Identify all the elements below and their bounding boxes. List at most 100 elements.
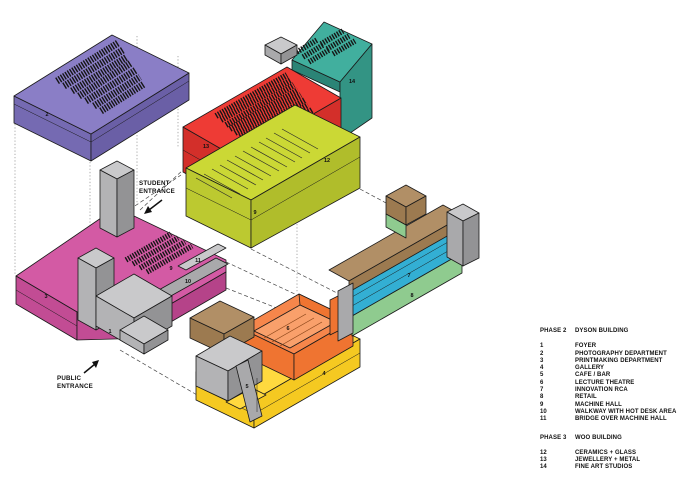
legend-building-name: DYSON BUILDING <box>575 328 629 334</box>
sawtooth-strip <box>99 81 146 114</box>
legend-item-label: FINE ART STUDIOS <box>575 464 633 471</box>
sawtooth-strip <box>145 243 194 275</box>
legend-item-number: 1 <box>540 343 544 350</box>
sawtooth-strip <box>307 47 331 65</box>
ceramics-se-face <box>250 136 361 249</box>
legend-phase2-header: PHASE 2 DYSON BUILDING <box>540 328 676 335</box>
machine-hall-roof-hatch <box>124 231 194 275</box>
louvre-line <box>226 159 264 181</box>
legend-phase3-header: PHASE 3 WOO BUILDING <box>540 435 676 442</box>
sawtooth-strip <box>224 82 296 128</box>
legend-item: 14 FINE ART STUDIOS <box>540 464 676 471</box>
photography-seam <box>90 80 190 143</box>
legend-item-number: 12 <box>540 449 547 456</box>
ceramics-roof-louvres <box>195 128 319 199</box>
legend-item-label: MACHINE HALL <box>575 401 622 408</box>
student-entrance-annotation: STUDENT ENTRANCE <box>139 180 175 214</box>
louvre-line <box>265 137 303 159</box>
louvre-line <box>211 168 249 190</box>
photography-sawtooth-roof <box>55 40 146 114</box>
student-entrance-arrowhead <box>144 206 152 214</box>
sawtooth-strip <box>84 67 138 104</box>
label-jewellery: 13 <box>203 144 209 150</box>
roof-box-right-face <box>405 195 427 226</box>
legend-item: 9 MACHINE HALL <box>540 402 676 409</box>
public-entrance-arrow <box>83 363 96 374</box>
legend-item-number: 2 <box>540 350 544 357</box>
legend-item-label: WALKWAY WITH HOT DESK AREA <box>575 408 677 415</box>
foyer-step-right-face <box>143 329 169 355</box>
tower-left-face <box>99 169 118 238</box>
printmaking-seam <box>15 289 78 327</box>
legend-item: 4 GALLERY <box>540 365 676 372</box>
louvre-line <box>219 164 257 186</box>
label-innovation: 7 <box>407 273 410 279</box>
sawtooth-strip <box>55 40 120 84</box>
label-bridge: 11 <box>195 258 201 264</box>
cafe-bar-block <box>195 335 263 423</box>
ceramics-seam <box>185 187 252 221</box>
louvre-line <box>258 141 296 163</box>
legend-item: 3 PRINTMAKING DEPARTMENT <box>540 358 676 365</box>
legend-item-number: 11 <box>540 416 547 423</box>
photography-seam <box>13 103 92 143</box>
roof-plant-block <box>264 36 298 65</box>
legend-item-label: CAFE / BAR <box>575 372 611 379</box>
label-machine-hall-insitu: 9 <box>253 210 256 216</box>
bar-east-end-front <box>446 211 464 267</box>
label-ceramics: 12 <box>324 158 330 164</box>
plant-block-right-face <box>280 44 298 65</box>
louvre-line <box>281 128 319 150</box>
legend-item-label: GALLERY <box>575 365 605 372</box>
public-entrance-text-line2: ENTRANCE <box>57 383 93 390</box>
legend-item-number: 5 <box>540 372 544 379</box>
bar-east-end-right <box>462 212 480 267</box>
legend-item-number: 6 <box>540 379 544 386</box>
legend-item: 5 CAFE / BAR <box>540 372 676 379</box>
legend-item-label: PRINTMAKING DEPARTMENT <box>575 357 663 364</box>
louvre-line <box>234 155 272 177</box>
building-printmaking <box>15 215 229 341</box>
public-entrance-annotation: PUBLIC ENTRANCE <box>57 360 99 390</box>
legend-item-label: INNOVATION RCA <box>575 387 628 394</box>
louvre-line <box>203 173 241 195</box>
label-lecture: 6 <box>286 326 289 332</box>
louvre-line <box>273 132 311 154</box>
label-cafe: 5 <box>245 384 248 390</box>
guide-line <box>250 248 338 294</box>
guide-line <box>139 168 185 211</box>
lecture-tier-line <box>263 313 307 339</box>
legend-item-number: 14 <box>540 464 547 471</box>
label-retail: 8 <box>410 293 413 299</box>
label-machine-hall-roof: 9 <box>169 266 172 272</box>
lecture-tier-line <box>271 317 315 343</box>
legend-item: 1 FOYER <box>540 343 676 350</box>
legend-phase-label: PHASE 2 <box>540 328 567 334</box>
foyer-blocks <box>77 247 173 355</box>
legend-building-name: WOO BUILDING <box>575 434 622 441</box>
bridge-over-machine-hall <box>177 243 227 271</box>
legend-item-number: 9 <box>540 401 544 408</box>
roof-box-green-base <box>385 213 407 239</box>
legend-item-number: 3 <box>540 357 544 364</box>
number-labels: 2 13 14 12 9 3 9 11 10 1 5 4 6 7 8 <box>44 79 413 390</box>
guide-line <box>119 349 234 417</box>
legend-item-label: FOYER <box>575 343 597 350</box>
legend-item-number: 4 <box>540 365 544 372</box>
legend-item-label: LECTURE THEATRE <box>575 379 635 386</box>
student-entrance-text-line2: ENTRANCE <box>139 188 175 195</box>
legend-item-label: PHOTOGRAPHY DEPARTMENT <box>575 350 667 357</box>
legend-item-number: 13 <box>540 457 547 464</box>
cafe-ramp <box>235 359 263 423</box>
legend-item-number: 8 <box>540 394 544 401</box>
building-fine-art-studios <box>291 21 373 141</box>
innovation-seam <box>351 242 463 307</box>
fine-art-sawtooth-roof <box>295 28 357 65</box>
louvre-line <box>195 177 233 199</box>
sawtooth-strip <box>92 74 142 109</box>
